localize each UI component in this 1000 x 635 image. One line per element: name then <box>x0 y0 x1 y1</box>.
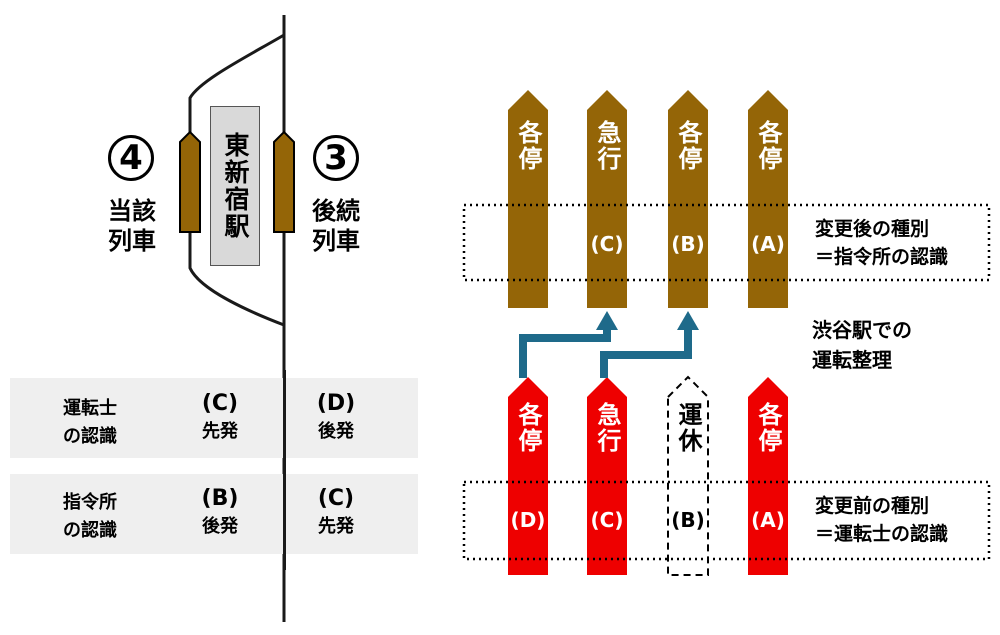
rearrangement-label-line2: 運転整理 <box>812 348 892 372</box>
before-train-2-code: (C) <box>590 508 624 532</box>
row2-left-order: 後発 <box>202 516 238 537</box>
before-train-shape <box>748 377 788 575</box>
row1-header-line1: 運転士 <box>63 398 117 419</box>
before-box-label-line2: ＝運転士の認識 <box>815 523 949 545</box>
main-track-line-overlay <box>283 370 286 570</box>
after-train-3-type: 各停 <box>668 120 708 172</box>
current-train-shape <box>179 130 201 233</box>
before-train-1-type-text: 各停 <box>514 402 542 454</box>
row2-header-line1: 指令所 <box>63 492 117 513</box>
after-train-2-type-text: 急行 <box>593 120 621 172</box>
before-train-shape <box>508 377 548 575</box>
after-train-4-type: 各停 <box>748 120 788 172</box>
after-box-label-line2: ＝指令所の認識 <box>815 246 949 268</box>
before-train-1-type: 各停 <box>508 402 548 454</box>
row1-left-cell: (C) 先発 <box>180 390 260 446</box>
table-row <box>10 474 418 554</box>
row2-header-line2: の認識 <box>63 520 117 541</box>
rearrangement-arrow-head <box>677 311 699 330</box>
rearrangement-label: 渋谷駅での 運転整理 <box>812 315 962 375</box>
before-train-4-type-text: 各停 <box>754 402 782 454</box>
before-train-shape-cancelled <box>667 375 709 576</box>
before-train-2-type: 急行 <box>587 402 627 454</box>
row2-right-order: 先発 <box>318 516 354 537</box>
after-train-shape <box>668 90 708 308</box>
rearrangement-arrow <box>519 330 611 378</box>
rearrangement-arrow <box>600 330 692 378</box>
before-train-2-type-text: 急行 <box>593 402 621 454</box>
after-train-4-code: (A) <box>751 232 785 256</box>
after-train-shape <box>587 90 627 308</box>
row2-left-code: (B) <box>201 486 239 511</box>
before-train-1-code: (D) <box>510 508 546 532</box>
row2-right-cell: (C) 先発 <box>296 485 376 541</box>
after-train-2-code: (C) <box>590 232 624 256</box>
after-train-3-code: (B) <box>671 232 705 256</box>
row1-right-cell: (D) 後発 <box>296 390 376 446</box>
current-train-number: 4 <box>108 135 154 181</box>
current-train-label-line2: 列車 <box>108 227 156 255</box>
current-train-label: 当該 列車 <box>96 196 168 256</box>
after-train-1-type-text: 各停 <box>514 120 542 172</box>
following-train-shape <box>273 130 295 233</box>
before-train-3-code: (B) <box>671 508 705 532</box>
current-train-label-line1: 当該 <box>108 197 156 225</box>
before-train-shape <box>587 377 627 575</box>
row2-left-cell: (B) 後発 <box>180 485 260 541</box>
before-box-label: 変更前の種別 ＝運転士の認識 <box>815 492 990 548</box>
following-train-label: 後続 列車 <box>300 196 372 256</box>
before-box <box>462 480 991 561</box>
station-box: 東新宿駅 <box>210 106 260 266</box>
before-train-4-type: 各停 <box>748 402 788 454</box>
following-train-label-line2: 列車 <box>312 227 360 255</box>
row1-left-order: 先発 <box>202 421 238 442</box>
row1-header-line2: の認識 <box>63 426 117 447</box>
before-box-label-line1: 変更前の種別 <box>815 495 930 517</box>
following-train-label-line1: 後続 <box>312 197 360 225</box>
row1-right-code: (D) <box>316 391 356 416</box>
before-train-3-type-text: 運休 <box>674 402 702 454</box>
after-train-4-type-text: 各停 <box>754 120 782 172</box>
after-train-shape <box>508 90 548 308</box>
row1-left-code: (C) <box>201 391 239 416</box>
row2-header: 指令所 の認識 <box>40 489 140 545</box>
rearrangement-arrow-head <box>596 311 618 330</box>
after-train-shape <box>748 90 788 308</box>
row2-right-code: (C) <box>317 486 355 511</box>
row1-right-order: 後発 <box>318 421 354 442</box>
row1-header: 運転士 の認識 <box>40 395 140 451</box>
station-name: 東新宿駅 <box>221 132 250 240</box>
after-train-1-type: 各停 <box>508 120 548 172</box>
following-train-number: 3 <box>313 135 359 181</box>
before-train-3-type: 運休 <box>668 402 708 454</box>
after-box-label: 変更後の種別 ＝指令所の認識 <box>815 215 985 271</box>
table-row <box>10 378 418 458</box>
after-train-2-type: 急行 <box>587 120 627 172</box>
before-train-4-code: (A) <box>751 508 785 532</box>
rearrangement-label-line1: 渋谷駅での <box>812 318 912 342</box>
after-train-3-type-text: 各停 <box>674 120 702 172</box>
after-box-label-line1: 変更後の種別 <box>815 218 930 240</box>
